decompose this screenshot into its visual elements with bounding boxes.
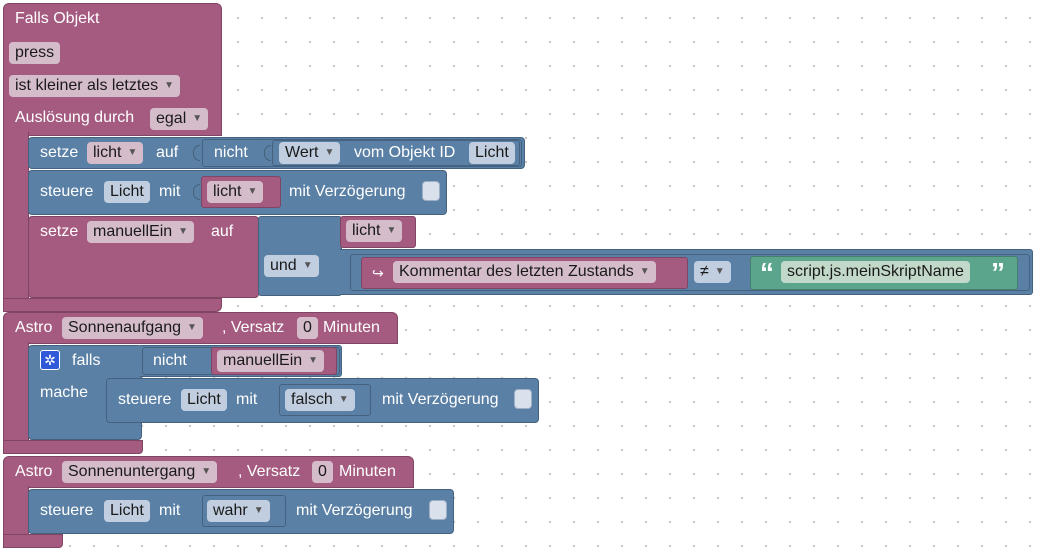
- chevron-down-icon: ▼: [639, 266, 650, 277]
- astro-1-unit: Minuten: [323, 319, 380, 336]
- astro-block-1-spine: [3, 342, 29, 447]
- chevron-down-icon: ▼: [127, 147, 138, 158]
- chevron-down-icon: ▼: [338, 394, 349, 405]
- set-licht-var: licht: [93, 144, 122, 161]
- comment-icon: ↪: [372, 265, 384, 281]
- if-mache-label: mache: [40, 384, 89, 401]
- chevron-down-icon: ▼: [324, 147, 335, 158]
- from-object-label: vom Objekt ID: [354, 144, 456, 161]
- control-3-value-dropdown[interactable]: wahr ▼: [207, 500, 270, 522]
- comment-dropdown[interactable]: Kommentar des letzten Zustands ▼: [393, 261, 656, 283]
- control-3-steuere: steuere: [40, 502, 94, 519]
- trigger-condition-label: ist kleiner als letztes: [15, 77, 159, 94]
- if-var-dropdown[interactable]: manuellEin ▼: [217, 350, 325, 372]
- astro-block-2-footer: [3, 534, 63, 548]
- astro-2-event: Sonnenuntergang: [68, 463, 196, 480]
- input-notch: [193, 145, 200, 161]
- control-3-mit: mit: [159, 502, 181, 519]
- if-var-value: manuellEin: [223, 352, 303, 369]
- astro-block-1-footer: [3, 440, 143, 454]
- set-licht-setze: setze: [40, 144, 79, 161]
- astro-1-offset-label: , Versatz: [222, 319, 285, 336]
- gear-glyph: ✲: [44, 352, 56, 368]
- not-label: nicht: [214, 144, 248, 161]
- astro-1-offset-field[interactable]: 0: [297, 317, 318, 339]
- if-not-label: nicht: [153, 352, 187, 369]
- set-licht-auf: auf: [156, 144, 179, 161]
- astro-2-offset-field[interactable]: 0: [312, 461, 333, 483]
- chevron-down-icon: ▼: [187, 322, 197, 333]
- astro-2-event-dropdown[interactable]: Sonnenuntergang ▼: [62, 461, 218, 483]
- astro-1-label: Astro: [15, 319, 53, 336]
- control-1-mit: mit: [159, 183, 181, 200]
- astro-1-event-dropdown[interactable]: Sonnenaufgang ▼: [62, 317, 203, 339]
- set-manuell-var-dropdown[interactable]: manuellEin ▼: [87, 221, 195, 243]
- string-field[interactable]: script.js.meinSkriptName: [781, 261, 970, 283]
- compare-op: ≠: [700, 263, 709, 280]
- trigger-by-label: Auslösung durch: [15, 109, 135, 126]
- compare-op-dropdown[interactable]: ≠▼: [694, 261, 731, 283]
- trigger-header: Falls Objekt: [15, 10, 100, 27]
- chevron-down-icon: ▼: [308, 355, 319, 366]
- if-falls-label: falls: [72, 352, 101, 369]
- chevron-down-icon: ▼: [714, 266, 725, 277]
- comment-value: Kommentar des letzten Zustands: [399, 263, 634, 280]
- astro-2-offset-label: , Versatz: [238, 463, 301, 480]
- control-1-delay-checkbox[interactable]: [422, 181, 440, 201]
- input-notch: [193, 184, 200, 200]
- astro-2-label: Astro: [15, 463, 53, 480]
- trigger-block-spine: [3, 132, 29, 310]
- control-2-steuere: steuere: [118, 391, 172, 408]
- chevron-down-icon: ▼: [178, 226, 189, 237]
- trigger-object-field[interactable]: press: [9, 42, 61, 64]
- quote-close-icon: ”: [991, 257, 1005, 288]
- quote-open-icon: “: [760, 257, 774, 288]
- control-3-target[interactable]: Licht: [104, 500, 150, 522]
- trigger-block-footer: [3, 298, 222, 312]
- set-manuell-auf: auf: [211, 223, 234, 240]
- control-1-value: licht: [213, 183, 242, 200]
- chevron-down-icon: ▼: [247, 186, 258, 197]
- control-3-value: wahr: [213, 502, 248, 519]
- chevron-down-icon: ▼: [386, 225, 397, 236]
- chevron-down-icon: ▼: [201, 466, 212, 477]
- control-2-target[interactable]: Licht: [181, 389, 227, 411]
- attr-dropdown[interactable]: Wert ▼: [279, 142, 341, 164]
- attr-value: Wert: [285, 144, 319, 161]
- astro-block-2-spine: [3, 486, 29, 538]
- gear-icon[interactable]: ✲: [40, 350, 60, 370]
- astro-1-event: Sonnenaufgang: [68, 319, 181, 336]
- operand-1-dropdown[interactable]: licht ▼: [346, 220, 403, 242]
- set-manuell-var: manuellEin: [93, 223, 173, 240]
- chevron-down-icon: ▼: [164, 80, 175, 91]
- operand-1-value: licht: [352, 222, 381, 239]
- chevron-down-icon: ▼: [302, 260, 313, 271]
- chevron-down-icon: ▼: [253, 505, 264, 516]
- astro-2-unit: Minuten: [339, 463, 396, 480]
- trigger-by-dropdown[interactable]: egal ▼: [150, 108, 209, 130]
- control-3-delay-checkbox[interactable]: [429, 500, 447, 520]
- control-1-value-dropdown[interactable]: licht ▼: [207, 181, 264, 203]
- control-2-delay-label: mit Verzögerung: [382, 391, 499, 408]
- control-1-steuere: steuere: [40, 183, 94, 200]
- object-id-field[interactable]: Licht: [469, 142, 515, 164]
- control-2-mit: mit: [236, 391, 258, 408]
- trigger-by-value: egal: [156, 110, 187, 127]
- control-2-value: falsch: [291, 391, 333, 408]
- control-2-delay-checkbox[interactable]: [514, 389, 532, 409]
- control-1-delay-label: mit Verzögerung: [289, 183, 406, 200]
- set-manuell-setze: setze: [40, 223, 79, 240]
- logic-op: und: [270, 257, 297, 274]
- control-3-delay-label: mit Verzögerung: [296, 502, 413, 519]
- input-notch: [264, 145, 271, 161]
- control-2-value-dropdown[interactable]: falsch ▼: [285, 389, 355, 411]
- control-1-target[interactable]: Licht: [104, 181, 150, 203]
- logic-op-dropdown[interactable]: und ▼: [264, 255, 319, 277]
- trigger-condition-dropdown[interactable]: ist kleiner als letztes ▼: [9, 75, 181, 97]
- chevron-down-icon: ▼: [192, 113, 203, 124]
- set-licht-var-dropdown[interactable]: licht ▼: [87, 142, 144, 164]
